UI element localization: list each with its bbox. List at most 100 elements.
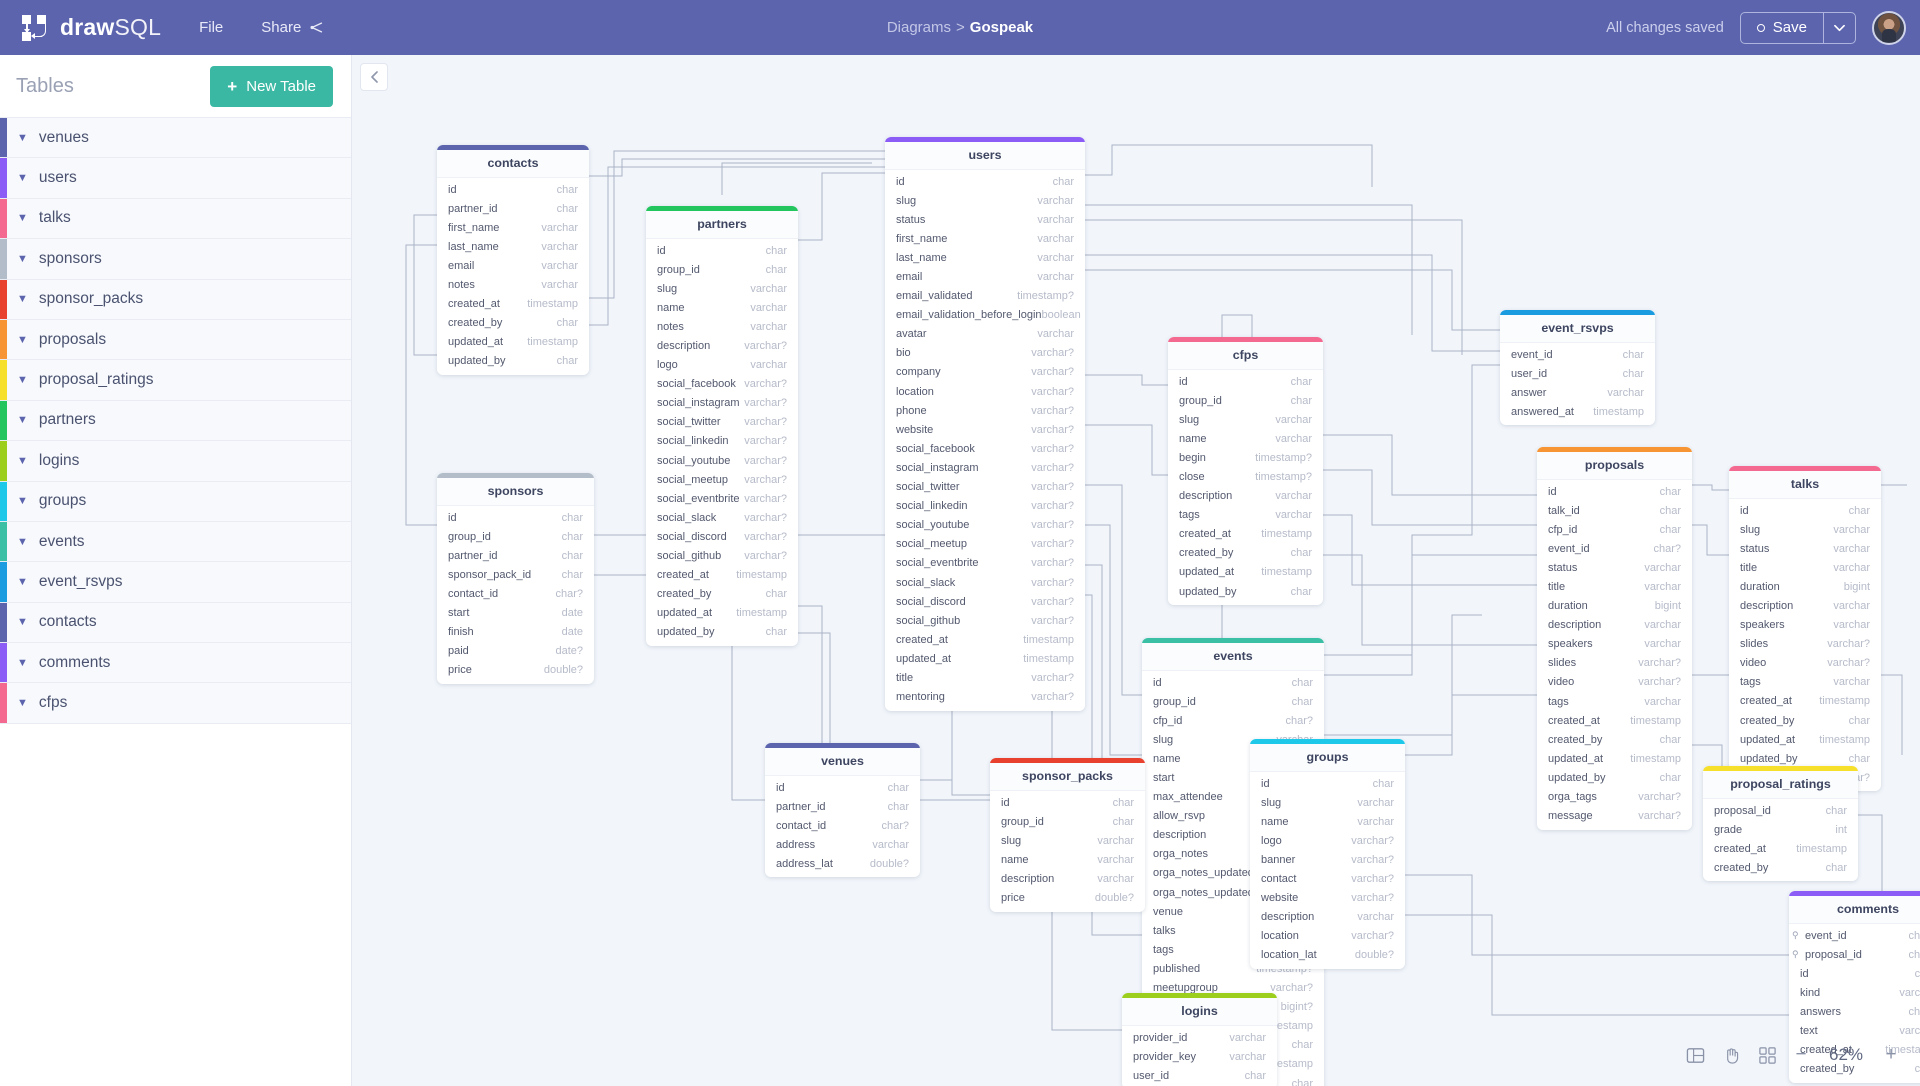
table-row[interactable]: textvarchar: [1789, 1021, 1920, 1040]
file-menu[interactable]: File: [199, 19, 223, 36]
grid-icon[interactable]: [1754, 1042, 1780, 1068]
chevron-down-icon[interactable]: ▼: [17, 575, 28, 588]
chevron-down-icon[interactable]: ▼: [17, 212, 28, 225]
chevron-down-icon[interactable]: ▼: [17, 697, 28, 710]
sidebar-item-users[interactable]: ▼users: [0, 158, 351, 199]
breadcrumb-parent[interactable]: Diagrams: [886, 19, 952, 36]
sidebar-item-events[interactable]: ▼events: [0, 521, 351, 563]
sidebar-item-venues[interactable]: ▼venues: [0, 118, 351, 159]
sidebar-item-proposal_ratings[interactable]: ▼proposal_ratings: [0, 360, 351, 401]
chevron-down-icon[interactable]: ▼: [17, 172, 28, 185]
chevron-down-icon[interactable]: ▼: [17, 454, 28, 467]
collapse-sidebar-button[interactable]: [360, 63, 388, 91]
sidebar-item-comments[interactable]: ▼comments: [0, 643, 351, 684]
pan-hand-icon[interactable]: [1718, 1042, 1744, 1068]
sidebar-item-talks[interactable]: ▼talks: [0, 198, 351, 240]
sidebar-item-groups[interactable]: ▼groups: [0, 481, 351, 522]
table-row[interactable]: answerschar?: [1789, 1002, 1920, 1021]
share-menu[interactable]: Share: [261, 19, 324, 36]
sidebar-item-event_rsvps[interactable]: ▼event_rsvps: [0, 562, 351, 603]
save-dropdown-toggle[interactable]: [1823, 12, 1855, 43]
chevron-down-icon[interactable]: ▼: [17, 535, 28, 548]
chevron-down-icon[interactable]: ▼: [17, 293, 28, 306]
